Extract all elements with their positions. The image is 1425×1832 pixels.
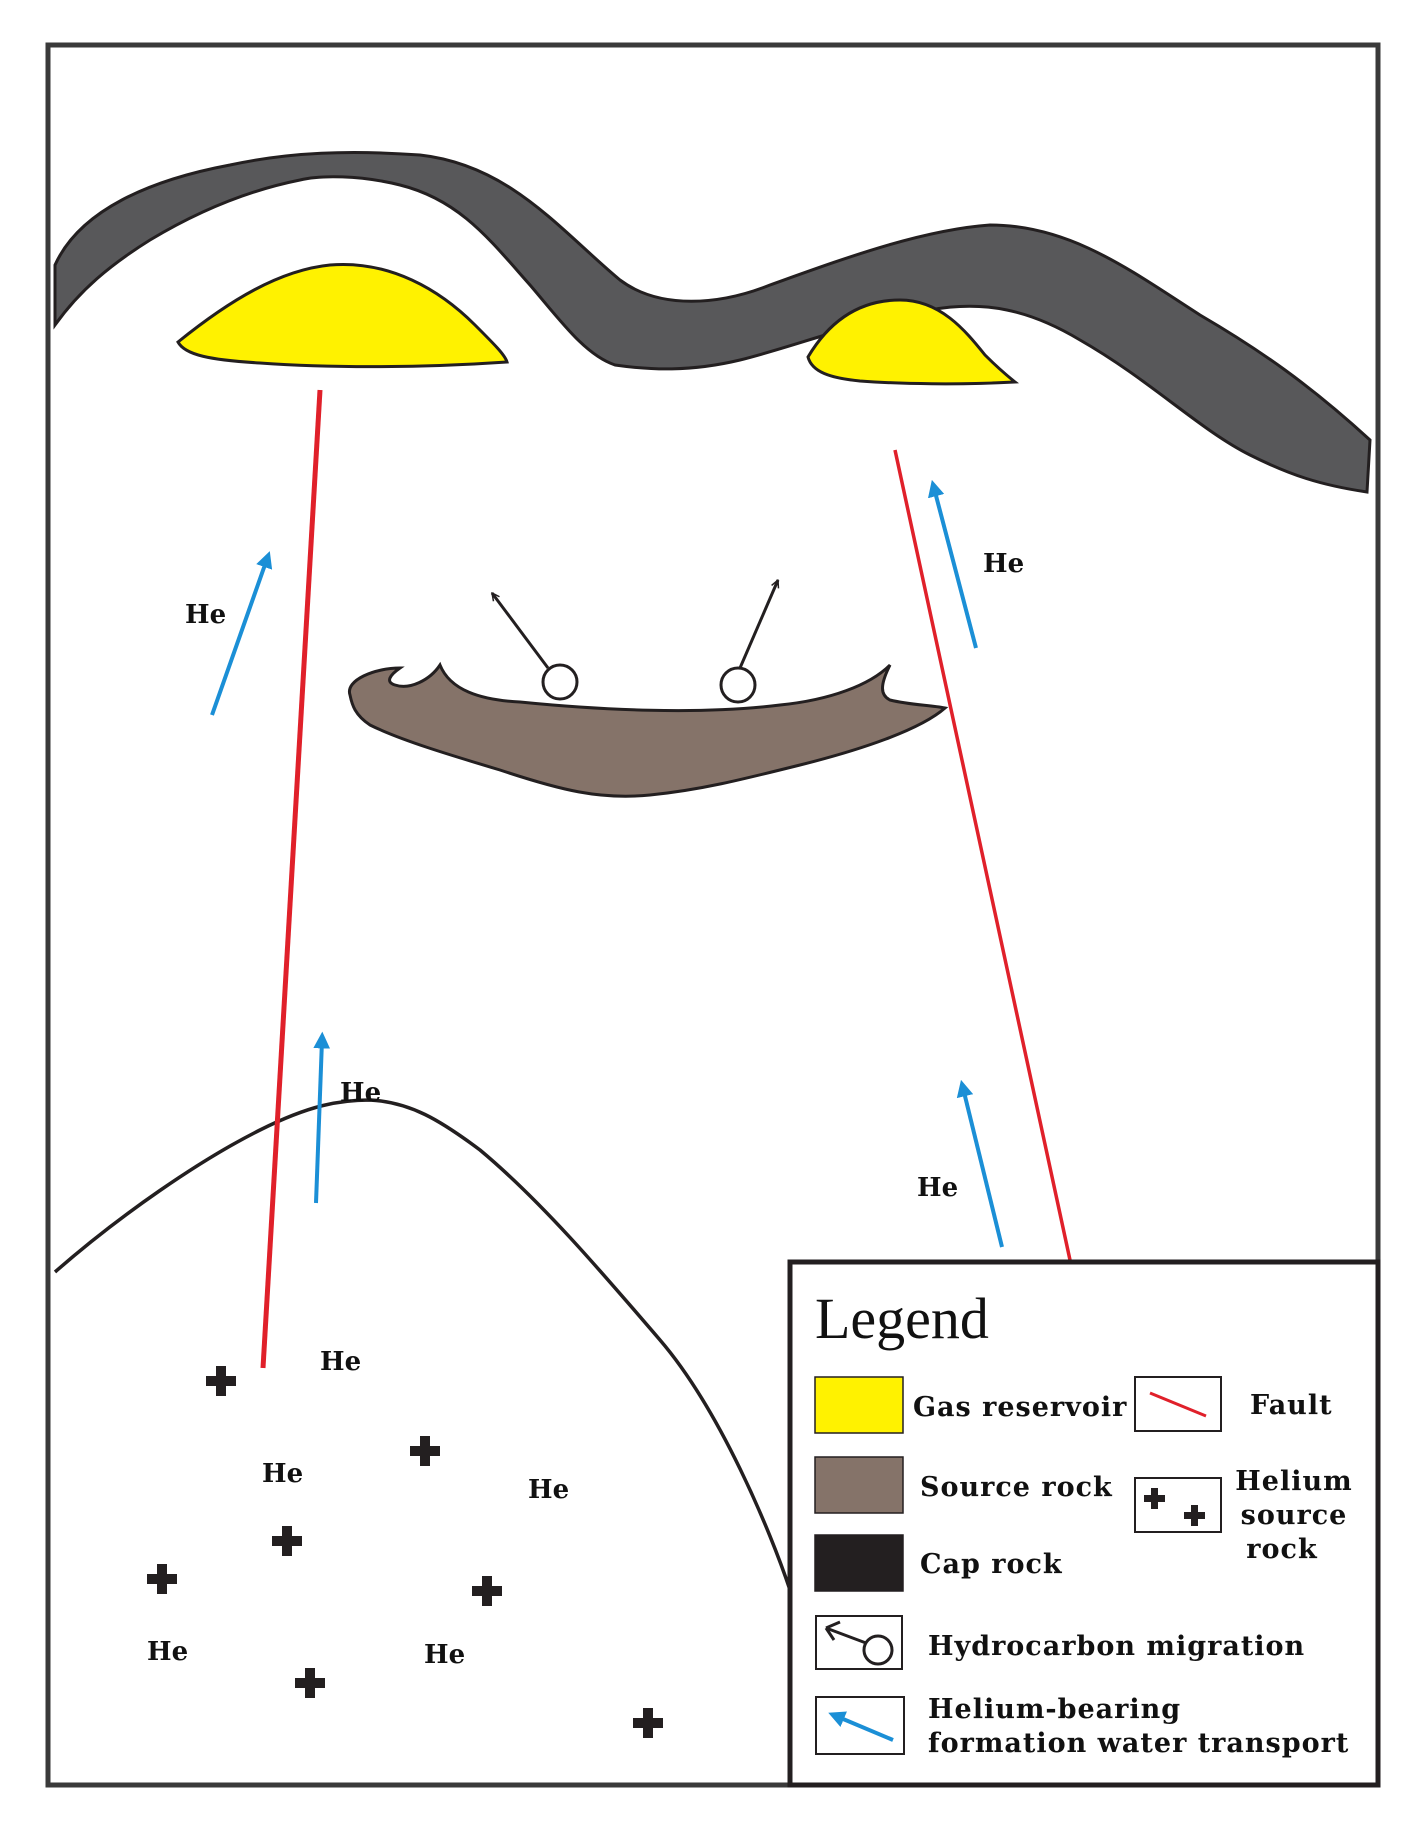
he-label-5: He: [320, 1347, 361, 1377]
hydrocarbon-bubble-right: [719, 666, 757, 704]
plus-marker-7: [633, 1708, 663, 1738]
legend-label-helium-water-line-1: Helium-bearing: [928, 1694, 1181, 1725]
he-label-9: He: [424, 1640, 465, 1670]
legend-plus-2: [1184, 1505, 1205, 1526]
plus-marker-4: [147, 1564, 177, 1594]
fault-right: [893, 449, 1072, 1261]
legend-label-gas-reservoir: Gas reservoir: [913, 1392, 1127, 1423]
hydrocarbon-bubble-left: [541, 663, 579, 701]
legend-swatch-gas-reservoir: [814, 1376, 904, 1434]
he-label-2: He: [983, 549, 1024, 579]
he-label-8: He: [147, 1637, 188, 1667]
legend-hydrocarbon-bubble: [862, 1634, 894, 1666]
he-label-1: He: [185, 600, 226, 630]
legend-hydrocarbon-arrow: [824, 1620, 867, 1645]
fault-left: [260, 389, 323, 1369]
plus-marker-2: [410, 1436, 440, 1466]
plus-marker-1: [206, 1366, 236, 1396]
helium-arrow-4: [956, 1079, 1004, 1248]
hydrocarbon-migration-arrow-left: [490, 593, 550, 669]
helium-source-rock-boundary: [53, 1098, 792, 1591]
he-label-3: He: [340, 1078, 381, 1108]
he-label-6: He: [262, 1459, 303, 1489]
helium-arrow-2: [928, 479, 978, 649]
legend-swatch-helium-source-rock: [1134, 1477, 1222, 1533]
plus-marker-5: [472, 1576, 502, 1606]
he-label-7: He: [528, 1475, 569, 1505]
cap-rock-layer: [53, 151, 1372, 494]
legend-plus-1: [1144, 1488, 1165, 1509]
hydrocarbon-migration-arrow-right: [738, 580, 780, 669]
he-label-4: He: [917, 1173, 958, 1203]
legend-label-cap-rock: Cap rock: [920, 1549, 1063, 1580]
legend-label-helium-source-line-2: source: [1241, 1500, 1348, 1531]
plus-marker-3: [272, 1526, 302, 1556]
gas-reservoir-left: [176, 262, 509, 369]
legend-title: Legend: [815, 1286, 989, 1351]
helium-source-markers: [147, 1366, 663, 1738]
legend-label-helium-source-line-1: Helium: [1235, 1466, 1352, 1497]
plus-marker-6: [295, 1668, 325, 1698]
legend-label-fault: Fault: [1250, 1390, 1333, 1421]
legend-label-source-rock: Source rock: [920, 1472, 1113, 1503]
legend-helium-arrow: [828, 1711, 894, 1742]
legend-swatch-source-rock: [814, 1456, 904, 1514]
legend: Legend Gas reservoir Fault Source rock H…: [787, 1259, 1381, 1788]
helium-arrow-3: [313, 1031, 331, 1204]
gas-reservoir-right: [806, 298, 1020, 386]
legend-swatch-cap-rock: [814, 1534, 904, 1592]
legend-label-helium-water-line-2: formation water transport: [928, 1728, 1349, 1759]
source-rock-body: [348, 661, 949, 798]
helium-arrow-1: [210, 551, 273, 716]
legend-fault-line: [1149, 1391, 1207, 1418]
legend-label-hydrocarbon-migration: Hydrocarbon migration: [928, 1631, 1305, 1662]
legend-label-helium-source-line-3: rock: [1246, 1534, 1318, 1565]
